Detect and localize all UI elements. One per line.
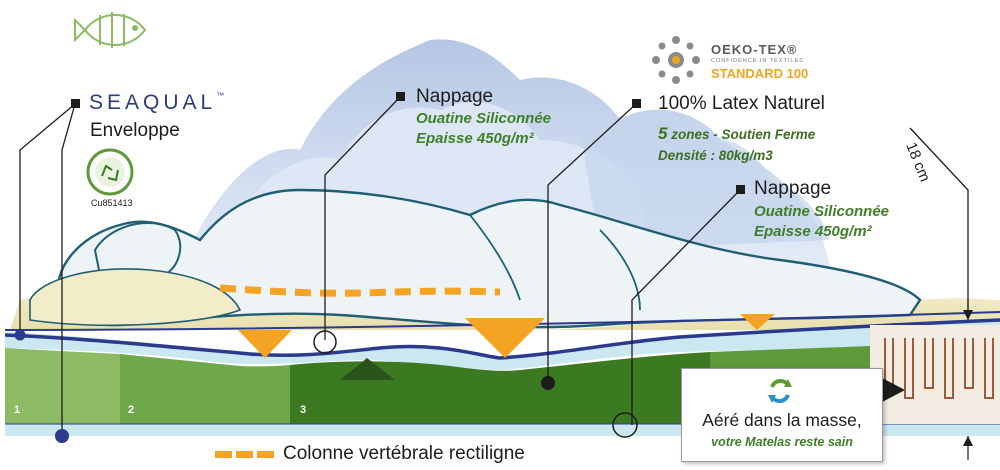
- legend-spine-dashes: [215, 451, 274, 458]
- ventilation-callout: Aéré dans la masse, votre Matelas reste …: [681, 368, 883, 462]
- zone-number-2: 2: [128, 404, 135, 416]
- leader-dot-envelope: [14, 329, 26, 341]
- nappage-top-title: Nappage: [416, 86, 494, 107]
- zone-number-1: 1: [14, 404, 21, 416]
- oekotex-emblem: [652, 36, 700, 84]
- pillow: [29, 268, 242, 326]
- latex-zone-2: [120, 354, 290, 425]
- envelope-label: Enveloppe: [90, 120, 180, 141]
- support-line: [4, 318, 1000, 360]
- seaqual-logo-text: SEAQUAL™: [89, 91, 225, 114]
- air-cells: [870, 325, 1000, 424]
- cert-code: Cu851413: [91, 198, 133, 208]
- callout-marker-nappage: [396, 92, 405, 101]
- air-flow-arrow: [882, 378, 905, 402]
- nappage-top-line1: Ouatine Siliconnée: [416, 110, 552, 127]
- leader-dot-envelope-bottom: [55, 429, 69, 443]
- callout-marker-nappage-right: [736, 185, 745, 194]
- nappage-top-line2: Epaisse 450g/m²: [416, 130, 534, 147]
- leader-lines: [19, 96, 969, 436]
- latex-zone-3: [290, 352, 710, 425]
- ventilation-line1: Aéré dans la masse,: [702, 410, 862, 430]
- person-arm: [469, 214, 641, 311]
- support-triangle-legs: [740, 314, 775, 330]
- latex-density: Densité : 80kg/m3: [658, 148, 773, 163]
- recycled-badge: [86, 148, 134, 196]
- nappage-right-title: Nappage: [754, 178, 832, 199]
- support-triangle-hip: [465, 318, 545, 358]
- seaqual-fish-logo: [74, 12, 147, 48]
- refresh-icon: [768, 379, 792, 403]
- oekotex-standard: STANDARD 100: [711, 66, 809, 81]
- spine-dashes: [219, 284, 501, 297]
- oekotex-name: OEKO-TEX®: [711, 42, 798, 57]
- leader-ring-nappage: [313, 330, 337, 354]
- nappage-right-line2: Epaisse 450g/m²: [754, 223, 872, 240]
- zone-number-3: 3: [300, 404, 307, 416]
- callout-marker-latex: [632, 99, 641, 108]
- legend-spine-label: Colonne vertébrale rectiligne: [283, 443, 525, 464]
- support-line-top: [4, 311, 1000, 331]
- latex-zones: 5 zones - Soutien Ferme: [658, 124, 816, 143]
- leader-ring-nappage-right: [612, 412, 638, 438]
- support-triangle-shoulder: [238, 330, 292, 358]
- background-clouds: [580, 115, 830, 250]
- zone-marker-triangle: [340, 358, 395, 380]
- leader-dot-latex: [541, 376, 555, 390]
- ventilation-line2: votre Matelas reste sain: [711, 435, 853, 449]
- nappage-right-line1: Ouatine Siliconnée: [754, 203, 890, 220]
- oekotex-tagline: CONFIDENCE IN TEXTILES: [711, 58, 804, 64]
- thickness-arrows: [963, 300, 973, 460]
- latex-title: 100% Latex Naturel: [658, 93, 825, 114]
- callout-marker-envelope: [71, 99, 80, 108]
